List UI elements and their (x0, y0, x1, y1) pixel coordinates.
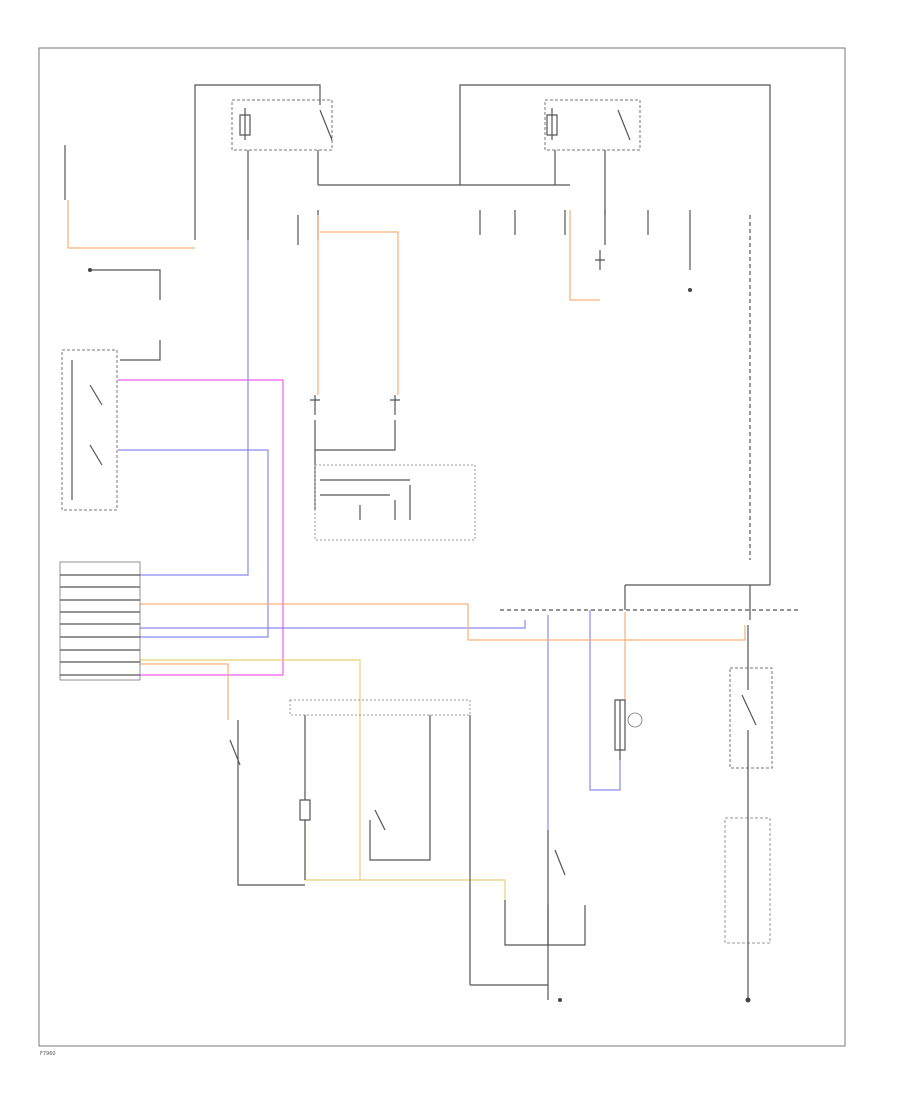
blue-wire-main (140, 240, 249, 576)
orange-wire-short (569, 210, 600, 301)
blue-wire-right (547, 610, 621, 830)
figure-id: F7960 (40, 1051, 56, 1057)
lower-switch-group (229, 699, 471, 985)
diagram-border (38, 47, 846, 1047)
headlamp-switch-module (61, 145, 195, 511)
turn-signal-lamps (310, 395, 476, 541)
blue-wire-feed (140, 620, 526, 629)
orange-wire-feed (317, 215, 399, 395)
orange-wire-lower-left (140, 663, 229, 720)
orange-wire-bus (140, 603, 746, 641)
daytime-running-lamp-relay (459, 84, 771, 585)
blue-wire-left (118, 449, 269, 638)
center-right-switch (470, 830, 586, 1002)
fuse-block-terminals (194, 210, 692, 292)
headlamp-relay (194, 84, 333, 215)
far-right-switch (724, 625, 773, 1003)
yellow-wire (140, 659, 506, 900)
connector-block (59, 561, 141, 681)
right-lamp (614, 699, 643, 760)
right-feed-down (624, 584, 770, 620)
pink-wire (118, 379, 284, 676)
